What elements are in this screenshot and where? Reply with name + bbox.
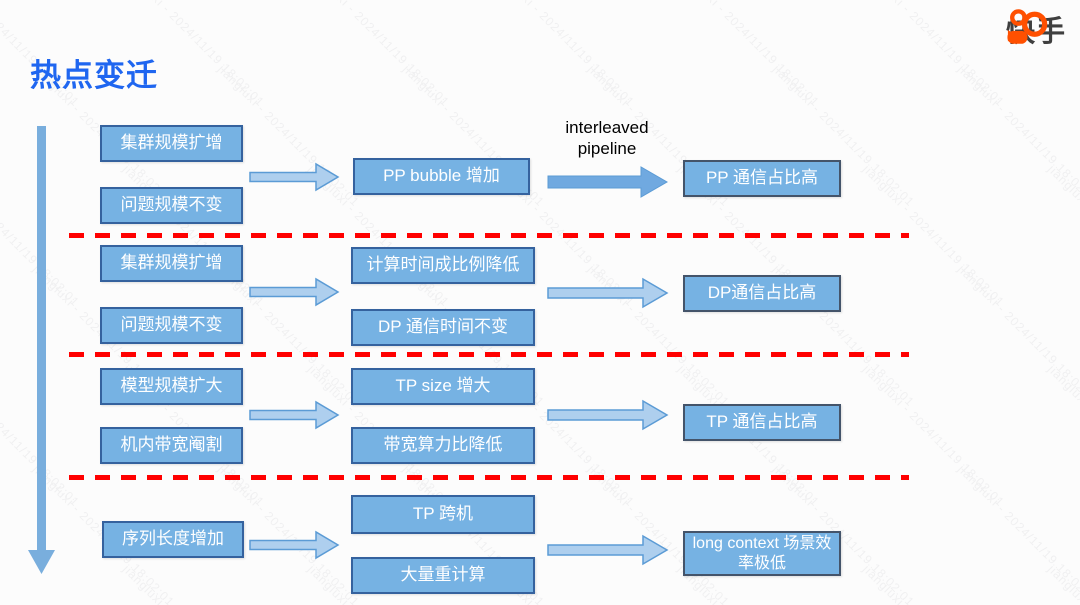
flow-box-middle: DP 通信时间不变 (351, 309, 535, 346)
flow-box-middle: 大量重计算 (351, 557, 535, 594)
flow-box-result: PP 通信占比高 (683, 160, 841, 197)
flow-box-result: TP 通信占比高 (683, 404, 841, 441)
flow-box-cause: 序列长度增加 (102, 521, 244, 558)
right-arrow-icon (249, 162, 340, 192)
flow-box-cause: 集群规模扩增 (100, 245, 243, 282)
row-divider-2 (69, 352, 909, 357)
flow-box-result: DP通信占比高 (683, 275, 841, 312)
right-arrow-icon (547, 534, 669, 566)
right-arrow-icon (547, 399, 669, 431)
flow-box-cause: 问题规模不变 (100, 187, 243, 224)
brand-logo: 快手 (1006, 8, 1066, 50)
flow-box-cause: 模型规模扩大 (100, 368, 243, 405)
flow-box-cause: 问题规模不变 (100, 307, 243, 344)
timeline-down-arrow-icon (28, 126, 55, 574)
right-arrow-icon (249, 277, 340, 307)
flow-box-middle: TP size 增大 (351, 368, 535, 405)
right-arrow-icon (547, 277, 669, 309)
row-divider-3 (69, 475, 909, 480)
flow-box-middle: PP bubble 增加 (353, 158, 530, 195)
row-divider-1 (69, 233, 909, 238)
flow-box-middle: 计算时间成比例降低 (351, 247, 535, 284)
right-arrow-solid-icon (547, 166, 669, 198)
kuaishou-camera-icon (1007, 9, 1048, 44)
arrow-annotation: interleaved pipeline (565, 118, 649, 159)
flow-box-cause: 集群规模扩增 (100, 125, 243, 162)
flow-box-middle: TP 跨机 (351, 495, 535, 534)
right-arrow-icon (249, 530, 340, 560)
flow-box-result: long context 场景效率极低 (683, 531, 841, 576)
flow-box-middle: 带宽算力比降低 (351, 427, 535, 464)
right-arrow-icon (249, 400, 340, 430)
page-title: 热点变迁 (30, 58, 158, 93)
flow-box-cause: 机内带宽阉割 (100, 427, 243, 464)
